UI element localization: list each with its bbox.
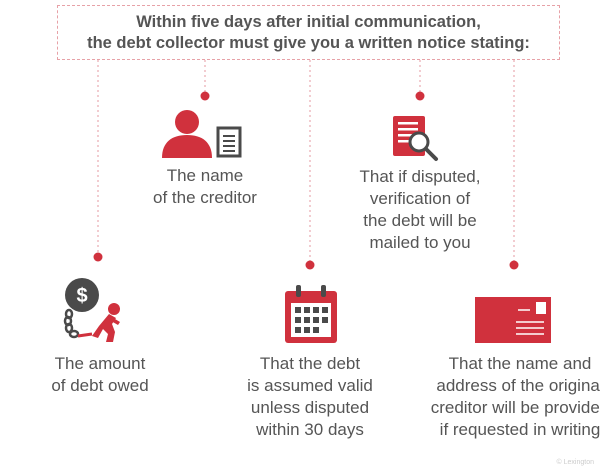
envelope-icon: [475, 297, 551, 343]
item-address-line-4: if requested in writing: [439, 420, 600, 439]
verification-magnifier-document-icon: [393, 116, 438, 161]
item-valid-line-2: is assumed valid: [247, 376, 373, 395]
item-amount-line-2: of debt owed: [51, 376, 149, 395]
item-address-line-2: address of the original: [436, 376, 600, 395]
item-address-line-1: That the name and: [448, 354, 592, 373]
header-line-1: Within five days after initial communica…: [136, 12, 481, 31]
item-creditor-line-2: of the creditor: [153, 188, 257, 207]
item-valid-line-4: within 30 days: [256, 420, 364, 439]
dot-amount: [93, 252, 103, 262]
item-verification-line-4: mailed to you: [369, 233, 471, 252]
item-verification-line-1: That if disputed,: [359, 167, 481, 186]
header-line-2: the debt collector must give you a writt…: [87, 33, 530, 52]
dot-address: [509, 260, 519, 270]
item-amount-label: The amount of debt owed: [25, 353, 175, 397]
item-verification-line-3: the debt will be: [363, 211, 477, 230]
item-creditor-label: The name of the creditor: [135, 165, 275, 209]
ball-and-chain-debt-icon: $: [63, 278, 120, 342]
item-address-label: That the name and address of the origina…: [405, 353, 600, 441]
header-notice-box: Within five days after initial communica…: [57, 5, 560, 60]
item-creditor-line-1: The name: [166, 166, 244, 185]
item-valid-line-1: That the debt: [259, 354, 361, 373]
item-valid-label: That the debt is assumed valid unless di…: [230, 353, 390, 441]
item-amount-line-1: The amount: [54, 354, 146, 373]
item-verification-label: That if disputed, verification of the de…: [340, 166, 500, 254]
dot-valid: [305, 260, 315, 270]
item-address-line-3: creditor will be provided: [430, 398, 600, 417]
footer-credit: © Lexington: [556, 459, 594, 466]
item-valid-line-3: unless disputed: [250, 398, 370, 417]
dot-creditor: [200, 91, 210, 101]
item-verification-line-2: verification of: [369, 189, 471, 208]
svg-text:$: $: [76, 285, 87, 307]
calendar-icon: [285, 285, 337, 343]
creditor-person-document-icon: [162, 110, 242, 158]
dot-verification: [415, 91, 425, 101]
